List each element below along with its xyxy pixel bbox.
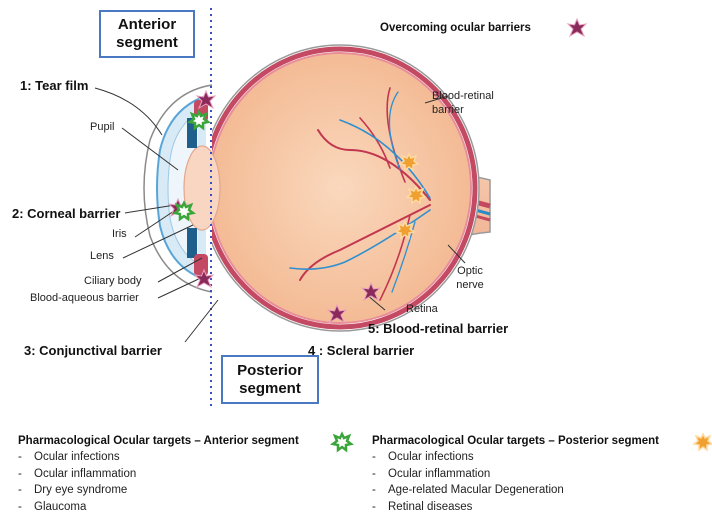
anterior-targets-panel: Pharmacological Ocular targets – Anterio… bbox=[18, 435, 348, 515]
label-scleral-barrier: 4 : Scleral barrier bbox=[308, 343, 414, 358]
posterior-targets-panel: Pharmacological Ocular targets – Posteri… bbox=[372, 435, 702, 515]
anterior-structures bbox=[144, 85, 220, 292]
label-corneal-barrier: 2: Corneal barrier bbox=[12, 206, 120, 221]
label-blood-aqueous-barrier: Blood-aqueous barrier bbox=[30, 292, 139, 304]
anterior-targets-title: Pharmacological Ocular targets – Anterio… bbox=[18, 435, 299, 447]
list-item: Dry eye syndrome bbox=[18, 482, 348, 499]
anterior-targets-list: Ocular infections Ocular inflammation Dr… bbox=[18, 449, 348, 515]
list-item: Retinal diseases bbox=[372, 499, 702, 516]
label-ciliary-body: Ciliary body bbox=[84, 275, 141, 287]
anterior-box-line1: Anterior bbox=[101, 16, 193, 34]
list-item: Glaucoma bbox=[18, 499, 348, 516]
label-blood-retinal-bottom: 5: Blood-retinal barrier bbox=[368, 321, 508, 336]
lens-shape bbox=[184, 146, 220, 230]
posterior-box-line2: segment bbox=[223, 380, 317, 398]
label-blood-retinal-top: Blood-retinal barrier bbox=[432, 89, 516, 117]
label-pupil: Pupil bbox=[90, 121, 114, 133]
posterior-segment-box: Posterior segment bbox=[221, 355, 319, 404]
list-item: Ocular infections bbox=[372, 449, 702, 466]
posterior-targets-title: Pharmacological Ocular targets – Posteri… bbox=[372, 435, 659, 447]
anterior-segment-box: Anterior segment bbox=[99, 10, 195, 58]
list-item: Ocular inflammation bbox=[372, 466, 702, 483]
label-optic-nerve: Optic nerve bbox=[452, 264, 488, 292]
label-conjunctival-barrier: 3: Conjunctival barrier bbox=[24, 343, 162, 358]
label-lens: Lens bbox=[90, 250, 114, 262]
list-item: Age-related Macular Degeneration bbox=[372, 482, 702, 499]
label-retina: Retina bbox=[406, 303, 438, 315]
overcoming-barriers-heading: Overcoming ocular barriers bbox=[380, 22, 531, 34]
label-iris: Iris bbox=[112, 228, 127, 240]
anterior-box-line2: segment bbox=[101, 34, 193, 52]
barrier-star-icon bbox=[568, 19, 586, 36]
posterior-targets-list: Ocular infections Ocular inflammation Ag… bbox=[372, 449, 702, 515]
list-item: Ocular infections bbox=[18, 449, 348, 466]
posterior-box-line1: Posterior bbox=[223, 362, 317, 380]
list-item: Ocular inflammation bbox=[18, 466, 348, 483]
label-tear-film: 1: Tear film bbox=[20, 78, 88, 93]
